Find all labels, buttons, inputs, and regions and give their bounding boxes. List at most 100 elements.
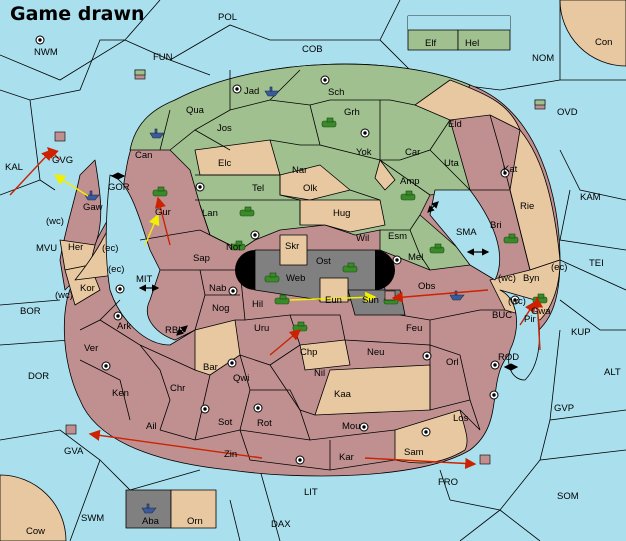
label-pol: POL xyxy=(218,12,237,23)
tunnel-west xyxy=(235,250,255,290)
label-elf: Elf xyxy=(425,38,436,49)
label-sun: Sun xyxy=(362,295,379,306)
region-con xyxy=(559,0,626,67)
label-orl: Orl xyxy=(446,357,459,368)
label-kam: KAM xyxy=(580,192,601,203)
label-sot: Sot xyxy=(218,417,233,428)
label-nog: Nog xyxy=(212,303,229,314)
order-arrows xyxy=(9,147,544,470)
label-can: Can xyxy=(135,150,152,161)
label-nor: Nor xyxy=(226,242,241,253)
label-ovd: OVD xyxy=(557,107,578,118)
label-ver: Ver xyxy=(84,343,98,354)
label-elc: Elc xyxy=(218,158,231,169)
label-skr: Skr xyxy=(285,241,299,252)
label-sch: Sch xyxy=(328,87,344,98)
label-sap: Sap xyxy=(193,253,210,264)
label-esm: Esm xyxy=(388,231,407,242)
label-amp: Amp xyxy=(400,176,420,187)
label-web: Web xyxy=(286,273,305,284)
label-nwm: NWM xyxy=(34,47,58,58)
region-eld xyxy=(414,79,521,131)
label-ost: Ost xyxy=(316,256,331,267)
label-her: Her xyxy=(68,242,83,253)
label-jos: Jos xyxy=(217,123,232,134)
label-orn: Orn xyxy=(187,516,203,527)
label-eun: Eun xyxy=(325,295,342,306)
label-gva: GVA xyxy=(64,446,84,457)
support-arrows xyxy=(53,174,377,303)
label-kup: KUP xyxy=(571,327,591,338)
coast-tag-her-ec: (ec) xyxy=(102,243,118,254)
region-sam xyxy=(394,409,468,464)
label-qwi: Qwi xyxy=(233,373,249,384)
label-tei: TEI xyxy=(589,258,604,269)
tunnel-east xyxy=(375,250,395,290)
coast-tag-kor-ec: (ec) xyxy=(108,264,124,275)
label-gwa: Gwa xyxy=(531,306,551,317)
label-kaa: Kaa xyxy=(334,389,352,400)
label-gvg: GVG xyxy=(52,155,73,166)
label-bri: Bri xyxy=(490,220,502,231)
label-rbu: RBU xyxy=(165,325,185,336)
label-kal: KAL xyxy=(5,162,23,173)
region-kaa xyxy=(314,364,431,416)
label-feu: Feu xyxy=(406,323,422,334)
label-pir: Pir xyxy=(524,314,536,325)
label-neu: Neu xyxy=(367,347,384,358)
label-nar: Nar xyxy=(292,165,307,176)
label-gor: GOR xyxy=(108,182,130,193)
region-chp-patch xyxy=(299,339,351,371)
coast-tags: (wc) (ec) (ec) (wc) (wc) (ec) (wc) xyxy=(46,216,567,307)
label-car: Car xyxy=(405,147,420,158)
label-rie: Rie xyxy=(520,201,534,212)
label-byn: Byn xyxy=(523,273,539,284)
label-gvp: GVP xyxy=(554,403,574,414)
label-kat: Kat xyxy=(503,164,518,175)
region-cow xyxy=(0,474,67,541)
strait-markers xyxy=(110,172,519,371)
label-rot: Rot xyxy=(257,418,272,429)
label-kor: Kor xyxy=(80,283,95,294)
lake-gor-mit xyxy=(105,174,196,346)
land-labels: Elf Hel Jad Sch Qua Grh Jos Eld Can Yok … xyxy=(52,38,551,527)
label-dor: DOR xyxy=(28,371,49,382)
coast-tag-gwa-wc: (wc) xyxy=(508,296,526,307)
coast-tag-byn-ec: (ec) xyxy=(551,262,567,273)
label-nom: NOM xyxy=(532,53,554,64)
label-lit: LIT xyxy=(304,487,318,498)
label-yok: Yok xyxy=(356,147,372,158)
supply-centers xyxy=(35,35,520,465)
label-swm: SWM xyxy=(81,513,104,524)
label-jad: Jad xyxy=(244,86,259,97)
label-mvu: MVU xyxy=(36,243,57,254)
label-hel: Hel xyxy=(465,38,479,49)
label-gur: Gur xyxy=(155,207,171,218)
coast-tag-kor-wc: (wc) xyxy=(55,290,73,301)
region-skr xyxy=(279,234,308,266)
sea-labels: NWM POL FUN COB NOM OVD KAL GOR MVU MIT … xyxy=(5,12,621,537)
label-obs: Obs xyxy=(418,281,436,292)
label-ail: Ail xyxy=(146,421,157,432)
label-hil: Hil xyxy=(252,299,263,310)
label-sma: SMA xyxy=(456,227,477,238)
label-buc: BUC xyxy=(492,310,512,321)
label-kar: Kar xyxy=(339,452,354,463)
label-lan: Lan xyxy=(202,208,218,219)
region-yok-patch xyxy=(374,159,396,191)
label-wil: Wil xyxy=(356,233,369,244)
label-sam: Sam xyxy=(404,447,424,458)
label-som: SOM xyxy=(557,491,579,502)
label-alt: ALT xyxy=(604,367,621,378)
label-mou: Mou xyxy=(342,421,360,432)
label-cow: Cow xyxy=(26,526,45,537)
label-uru: Uru xyxy=(254,323,269,334)
label-los: Los xyxy=(453,413,469,424)
label-grh: Grh xyxy=(344,107,360,118)
label-olk: Olk xyxy=(303,183,318,194)
label-fro: FRO xyxy=(438,477,458,488)
label-hug: Hug xyxy=(333,208,350,219)
label-ken: Ken xyxy=(112,388,129,399)
